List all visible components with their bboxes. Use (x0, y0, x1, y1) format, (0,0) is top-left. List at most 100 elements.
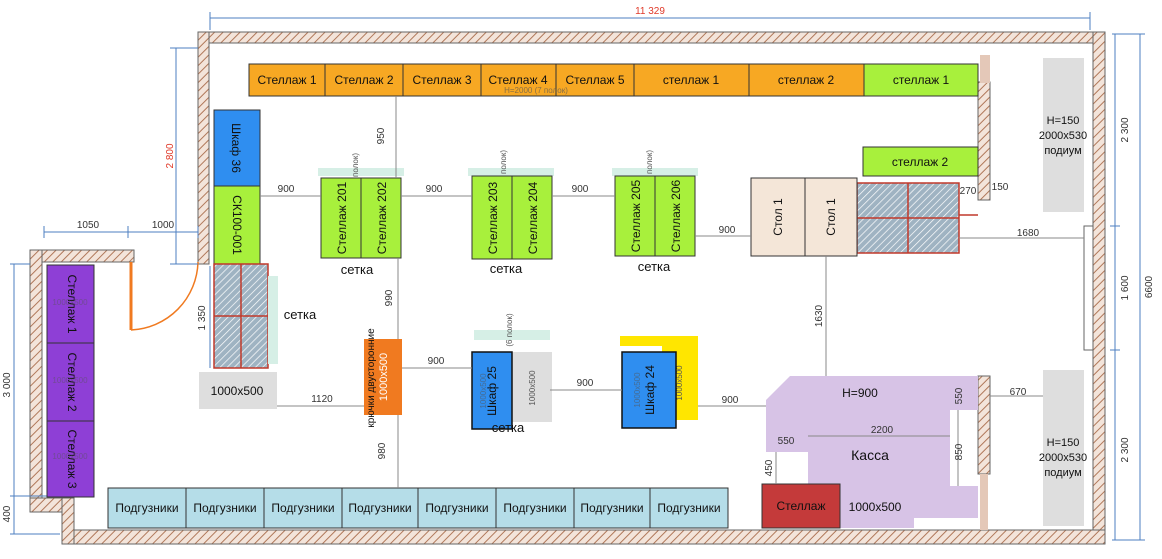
wall-left-wing-side (29, 249, 43, 511)
m-900-g: 900 (722, 395, 739, 406)
island-2-top-strip (468, 168, 554, 176)
island-rack-205[interactable] (614, 175, 656, 257)
wall-right (1092, 31, 1106, 545)
left-wing-rack-3[interactable] (46, 420, 95, 498)
diapers-rack-2-label: Подгузники (193, 501, 256, 515)
podium-bottom-h: H=150 (1047, 437, 1080, 449)
island-rack-202[interactable] (360, 177, 402, 259)
m-450: 450 (764, 459, 775, 476)
wall-left-wing-top (29, 249, 135, 263)
left-wing-rack-2[interactable] (46, 342, 95, 422)
diapers-rack-4[interactable] (341, 487, 419, 529)
cashier-h900: H=900 (842, 386, 878, 400)
sk100-rack[interactable] (213, 185, 261, 265)
m-670: 670 (1010, 387, 1027, 398)
table-1-a[interactable] (750, 177, 806, 257)
top-rack-6[interactable] (633, 63, 750, 97)
island-rack-206[interactable] (654, 175, 696, 257)
diapers-rack-2[interactable] (185, 487, 265, 529)
dim-total-width: 11 329 (635, 6, 665, 17)
dim-right-mid: 1 600 (1120, 275, 1131, 300)
top-rack-1-label: Стеллаж 1 (257, 73, 316, 87)
m-550-b: 550 (778, 436, 795, 447)
partition-upper (977, 81, 991, 201)
top-row-note: H=2000 (7 полок) (504, 86, 568, 95)
top-rack-5-label: Стеллаж 5 (565, 73, 624, 87)
rack-stellazh-red[interactable] (761, 483, 841, 529)
top-rack-6-label: стеллаж 1 (663, 73, 720, 87)
table-1-b[interactable] (804, 177, 858, 257)
net-label-5: сетка (492, 420, 525, 435)
island-rack-205-label: Стеллаж 205 (629, 179, 643, 252)
lavender-1000x500-label: 1000x500 (849, 500, 902, 514)
island-rack-204-label: Стеллаж 204 (526, 181, 540, 254)
podium-bottom-size: 2000x530 (1039, 452, 1087, 464)
hooks-label: крючки двусторонние (366, 328, 377, 428)
diapers-rack-8[interactable] (649, 487, 729, 529)
top-rack-3-label: Стеллаж 3 (412, 73, 471, 87)
m-850: 850 (954, 443, 965, 460)
lavender-1000x500[interactable] (840, 484, 914, 528)
shkaf-36[interactable] (213, 109, 261, 187)
dim-1050: 1050 (77, 220, 100, 231)
gray-block-1000x500[interactable] (199, 372, 277, 409)
net-label-1: сетка (341, 262, 374, 277)
entrance-door (129, 261, 199, 331)
podium-top-block[interactable] (1043, 58, 1084, 212)
top-rack-8[interactable] (863, 63, 979, 97)
shkaf-25[interactable] (471, 351, 513, 430)
dim-1000: 1000 (152, 220, 175, 231)
island-3-note: полок) (645, 150, 654, 174)
podium-top-size: 2000x530 (1039, 130, 1087, 142)
top-rack-4[interactable] (480, 63, 557, 97)
podium-bottom-block[interactable] (1043, 370, 1084, 526)
shkaf-25-under-label: 1000x500 (479, 373, 488, 409)
island-rack-201-label: Стеллаж 201 (335, 181, 349, 254)
top-rack-2-label: Стеллаж 2 (334, 73, 393, 87)
dimension-labels: 11 329 2 800 6600 2 300 1 600 2 300 3 00… (2, 6, 1155, 522)
partition-lower (977, 375, 991, 475)
cashier-label: Касса (851, 447, 889, 463)
bottom-row-racks: Подгузники Подгузники Подгузники Подгузн… (107, 487, 729, 529)
partition-lower-cap (980, 474, 988, 530)
hooks-size: 1000x500 (378, 353, 390, 401)
measure-lines (260, 96, 1084, 488)
island-1-note: полок) (351, 153, 360, 177)
m-150: 150 (992, 182, 1009, 193)
dimension-lines (10, 12, 1145, 541)
mesh-side-strip (268, 276, 278, 364)
net-label-2: сетка (490, 261, 523, 276)
left-wing-rack-2-label: Стеллаж 2 (65, 352, 79, 411)
podium-top-label: подиум (1044, 145, 1081, 157)
island-3-top-strip (612, 168, 698, 176)
diapers-rack-7[interactable] (573, 487, 651, 529)
island-rack-204[interactable] (511, 175, 553, 260)
cashier-counter[interactable] (766, 376, 978, 518)
shkaf-25-group: 1000x500 Шкаф 25 1000x500 (6 полок) сетк… (471, 313, 552, 435)
diapers-rack-5[interactable] (417, 487, 497, 529)
diapers-rack-6[interactable] (495, 487, 575, 529)
top-rack-7[interactable] (748, 63, 865, 97)
top-rack-3[interactable] (402, 63, 482, 97)
left-wing-rack-1-label: Стеллаж 1 (65, 274, 79, 333)
m-1680: 1680 (1017, 228, 1040, 239)
shkaf-25-strip (474, 330, 550, 340)
sk100-label: СК100-001 (230, 195, 244, 255)
top-rack-7-label: стеллаж 2 (778, 73, 835, 87)
door-swing-arc (130, 261, 199, 331)
tables: Стол 1 Стол 1 (750, 177, 858, 257)
diapers-rack-6-label: Подгузники (503, 501, 566, 515)
diapers-rack-1[interactable] (107, 487, 187, 529)
rack-stellazh-2-right[interactable] (862, 146, 979, 177)
top-rack-1[interactable] (248, 63, 326, 97)
m-900-d: 900 (719, 225, 736, 236)
hooks-double-sided[interactable] (364, 339, 402, 415)
top-rack-5[interactable] (555, 63, 635, 97)
shkaf-24-yellow-label: 1000x500 (675, 365, 684, 401)
shkaf-24-label: Шкаф 24 (643, 365, 657, 415)
table-1-b-label: Стол 1 (824, 198, 838, 236)
left-wing-rack-3-size: 1000x500 (52, 452, 88, 461)
left-wing-rack-1[interactable] (46, 264, 95, 344)
dim-right-bottom: 2 300 (1120, 437, 1131, 462)
top-rack-4-label: Стеллаж 4 (488, 73, 547, 87)
